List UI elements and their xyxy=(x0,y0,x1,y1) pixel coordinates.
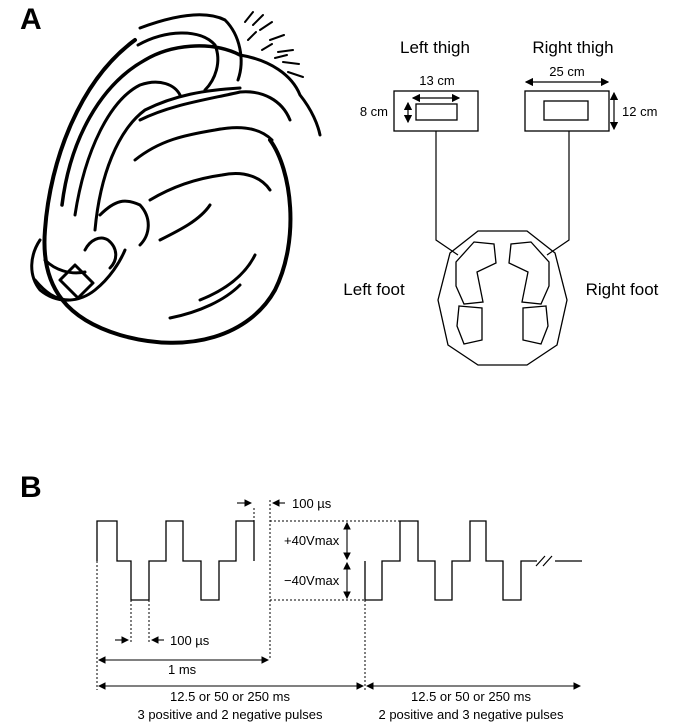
left-cable xyxy=(435,131,459,256)
pulse-train-1 xyxy=(96,520,255,601)
pulse-train-2 xyxy=(364,520,537,601)
neg-amp-label: −40Vmax xyxy=(284,573,340,588)
left-height-label: 8 cm xyxy=(360,104,388,119)
right-width-label: 25 cm xyxy=(549,64,584,79)
left-width-label: 13 cm xyxy=(419,73,454,88)
reference-dashes xyxy=(96,500,400,690)
left-thigh-electrode xyxy=(393,90,479,132)
train1-desc-label: 3 positive and 2 negative pulses xyxy=(137,707,323,722)
axis-break-mark xyxy=(535,555,553,567)
panel-a-label: A xyxy=(20,3,42,36)
pulse-width-bottom-label: 100 µs xyxy=(170,633,210,648)
pos-amp-label: +40Vmax xyxy=(284,533,340,548)
left-thigh-label: Left thigh xyxy=(400,38,470,57)
train2-duration-label: 12.5 or 50 or 250 ms xyxy=(411,689,531,704)
right-thigh-electrode xyxy=(524,90,610,132)
legs-illustration xyxy=(30,11,322,345)
right-foot-label: Right foot xyxy=(586,280,659,299)
pulse-width-top-label: 100 µs xyxy=(292,496,332,511)
panel-b-label: B xyxy=(20,471,42,504)
right-thigh-inner-pad xyxy=(543,100,589,121)
period-label: 1 ms xyxy=(168,662,197,677)
train2-desc-label: 2 positive and 3 negative pulses xyxy=(378,707,564,722)
left-foot-label: Left foot xyxy=(343,280,405,299)
foot-plate xyxy=(437,230,568,366)
right-cable xyxy=(546,131,570,256)
right-height-label: 12 cm xyxy=(622,104,657,119)
left-thigh-inner-pad xyxy=(415,103,458,121)
train1-duration-label: 12.5 or 50 or 250 ms xyxy=(170,689,290,704)
right-thigh-label: Right thigh xyxy=(532,38,613,57)
